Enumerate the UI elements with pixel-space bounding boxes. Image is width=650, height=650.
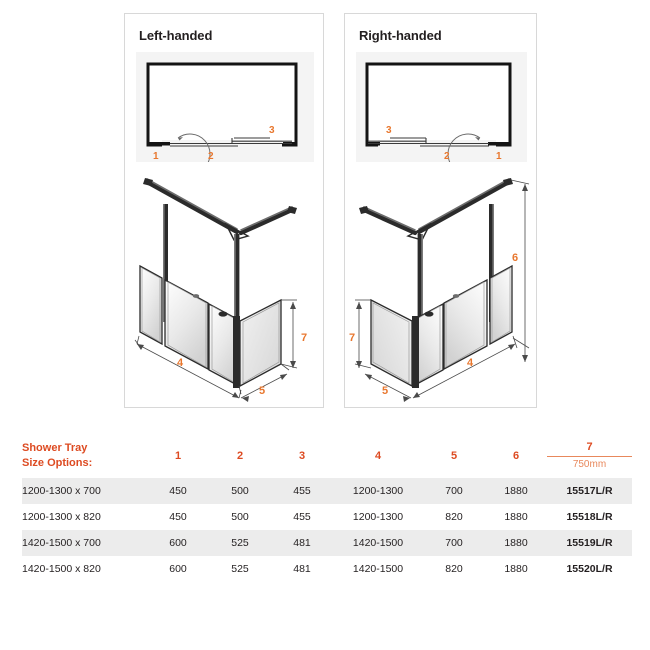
header-col-7: 7 750mm [547,434,632,478]
cell-col-6: 1880 [485,504,547,530]
iso-left-label-7: 7 [301,332,307,344]
cell-col-1: 600 [147,530,209,556]
plan-left-label-3: 3 [269,125,275,136]
panel-left-title: Left-handed [139,28,213,43]
cell-product-code: 15518L/R [547,504,632,530]
plan-view-left: 1 2 3 [136,52,314,162]
cell-col-4: 1200-1300 [333,504,423,530]
cell-product-code: 15519L/R [547,530,632,556]
header-col-7-sub: 750mm [572,459,607,471]
plan-left-label-2: 2 [208,151,214,162]
cell-col-6: 1880 [485,556,547,582]
header-col-6: 6 [512,450,520,462]
iso-right-label-4: 4 [467,357,474,369]
header-col-2: 2 [236,450,244,462]
cell-col-3: 481 [271,556,333,582]
table-row: 1420-1500 x 700 600 525 481 1420-1500 70… [22,530,632,556]
table-row: 1200-1300 x 700 450 500 455 1200-1300 70… [22,478,632,504]
cell-col-2: 500 [209,504,271,530]
specification-table: Shower Tray Size Options: 1 2 3 4 5 6 7 … [22,434,632,582]
table-row: 1420-1500 x 820 600 525 481 1420-1500 82… [22,556,632,582]
panel-right-handed: Right-handed 3 2 [344,13,537,408]
cell-col-5: 820 [423,504,485,530]
header-col-4: 4 [374,450,382,462]
cell-size: 1200-1300 x 700 [22,478,147,504]
header-col-5: 5 [450,450,458,462]
plan-right-label-1: 1 [496,151,502,162]
isometric-view-left: 4 5 7 [129,166,321,404]
cell-col-2: 525 [209,530,271,556]
cell-col-1: 450 [147,504,209,530]
cell-col-4: 1420-1500 [333,530,423,556]
header-size-options: Shower Tray Size Options: [22,442,93,469]
isometric-view-right: 7 5 4 6 [349,166,534,404]
cell-size: 1200-1300 x 820 [22,504,147,530]
cell-product-code: 15520L/R [547,556,632,582]
diagram-section: Left-handed [124,13,537,408]
cell-product-code: 15517L/R [547,478,632,504]
cell-col-3: 481 [271,530,333,556]
cell-col-3: 455 [271,478,333,504]
cell-col-6: 1880 [485,530,547,556]
table-row: 1200-1300 x 820 450 500 455 1200-1300 82… [22,504,632,530]
plan-view-right: 3 2 1 [356,52,527,162]
cell-col-5: 700 [423,530,485,556]
iso-right-label-6: 6 [512,252,518,264]
iso-right-label-5: 5 [382,385,388,397]
header-row: Shower Tray Size Options: 1 2 3 4 5 6 7 … [22,434,632,478]
cell-col-1: 600 [147,556,209,582]
cell-col-6: 1880 [485,478,547,504]
cell-col-2: 500 [209,478,271,504]
cell-size: 1420-1500 x 700 [22,530,147,556]
cell-col-5: 700 [423,478,485,504]
panel-left-handed: Left-handed [124,13,324,408]
cell-col-3: 455 [271,504,333,530]
header-col-7-rule [547,456,632,458]
plan-left-label-1: 1 [153,151,159,162]
plan-right-label-3: 3 [386,125,392,136]
cell-col-1: 450 [147,478,209,504]
cell-col-4: 1200-1300 [333,478,423,504]
header-col-3: 3 [298,450,306,462]
cell-col-4: 1420-1500 [333,556,423,582]
panel-right-title: Right-handed [359,28,442,43]
cell-col-2: 525 [209,556,271,582]
cell-col-5: 820 [423,556,485,582]
iso-left-label-4: 4 [177,357,184,369]
header-col-1: 1 [174,450,182,462]
table-header: Shower Tray Size Options: 1 2 3 4 5 6 7 … [22,434,632,478]
cell-size: 1420-1500 x 820 [22,556,147,582]
plan-right-label-2: 2 [444,151,450,162]
iso-right-label-7: 7 [349,332,355,344]
header-col-7-number: 7 [586,441,593,454]
table-body: 1200-1300 x 700 450 500 455 1200-1300 70… [22,478,632,582]
iso-left-label-5: 5 [259,385,265,397]
